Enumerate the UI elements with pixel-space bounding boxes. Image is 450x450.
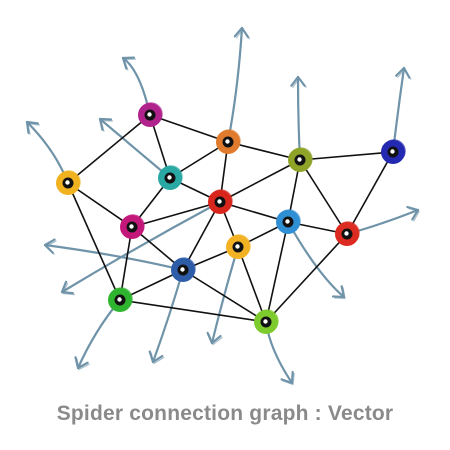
- arrow-head-icon: [121, 56, 136, 70]
- arrow-head-sketch: [408, 207, 420, 222]
- node-magenta-top: [138, 102, 163, 127]
- edge-yellow-left-green-left: [67, 182, 121, 301]
- caption-text: Spider connection graph : Vector: [56, 402, 394, 425]
- node-highlight: [297, 157, 302, 162]
- arrow-head-sketch: [44, 240, 57, 255]
- node-sketch-ring: [121, 214, 145, 238]
- node-sketch-ring: [336, 221, 360, 245]
- node-highlight: [147, 112, 152, 117]
- node-navy: [381, 139, 406, 164]
- node-sketch-ring: [57, 170, 81, 194]
- node-highlight: [217, 199, 222, 204]
- node-orange-top: [216, 129, 241, 154]
- arrow-orange-top-up: [226, 26, 251, 144]
- arrow-head-icon: [280, 370, 294, 385]
- node-sketch-ring: [277, 209, 301, 233]
- node-red-center: [208, 189, 233, 214]
- arrow-head-icon: [60, 280, 75, 295]
- arrow-head-sketch: [100, 119, 114, 132]
- node-highlight: [167, 175, 172, 180]
- arrow-head-sketch: [76, 358, 90, 371]
- edge-light-blue-green-bottom: [265, 221, 289, 323]
- arrow-head-sketch: [150, 352, 165, 365]
- edge-olive-navy: [299, 151, 394, 161]
- arrow-head-sketch: [282, 372, 295, 386]
- node-sketch-ring: [109, 287, 133, 311]
- arrow-shaft: [43, 243, 185, 272]
- node-highlight: [180, 267, 185, 272]
- node-sketch-ring: [172, 257, 196, 281]
- node-yellow-left: [56, 170, 81, 195]
- arrow-head-icon: [331, 285, 346, 299]
- node-highlight: [263, 319, 268, 324]
- edge-blue-green-bottom: [182, 269, 267, 323]
- arrow-red-center-left: [60, 200, 222, 296]
- arrow-head-icon: [406, 205, 420, 221]
- node-green-bottom: [254, 309, 279, 334]
- node-pink: [120, 214, 145, 239]
- node-highlight: [225, 139, 230, 144]
- node-olive: [288, 147, 313, 172]
- arrow-head-sketch: [235, 28, 251, 40]
- node-light-blue: [276, 209, 301, 234]
- node-sketch-ring: [159, 165, 183, 189]
- edge-magenta-top-orange-top: [149, 114, 229, 143]
- edge-yellow-left-pink: [67, 182, 133, 228]
- arrow-green-left-down-left: [74, 298, 122, 371]
- arrow-head-sketch: [397, 68, 412, 80]
- edge-gold-green-bottom: [237, 246, 267, 323]
- arrow-head-sketch: [208, 333, 223, 346]
- node-sketch-ring: [209, 189, 233, 213]
- node-highlight: [235, 244, 240, 249]
- node-highlight: [129, 224, 134, 229]
- arrow-head-sketch: [333, 287, 346, 300]
- arrow-shaft: [60, 200, 222, 294]
- node-sketch-ring: [382, 139, 406, 163]
- node-gold: [226, 234, 251, 259]
- node-teal: [158, 165, 183, 190]
- node-sketch-ring: [289, 147, 313, 171]
- edge-green-left-green-bottom: [119, 299, 267, 323]
- arrow-head-icon: [74, 356, 89, 370]
- arrow-head-sketch: [123, 58, 137, 71]
- edge-navy-red-right: [346, 151, 394, 235]
- edge-olive-red-center: [219, 159, 301, 203]
- edge-olive-red-right: [299, 159, 348, 235]
- node-highlight: [285, 219, 290, 224]
- node-sketch-ring: [217, 129, 241, 153]
- node-highlight: [117, 297, 122, 302]
- edge-red-right-green-bottom: [265, 233, 348, 323]
- arrow-head-sketch: [292, 77, 307, 88]
- node-red-right: [335, 221, 360, 246]
- edge-red-center-pink: [131, 201, 221, 228]
- node-highlight: [344, 231, 349, 236]
- arrows-layer: [25, 26, 420, 386]
- arrow-head-icon: [25, 120, 39, 134]
- node-sketch-ring: [139, 102, 163, 126]
- arrow-shaft: [226, 26, 244, 144]
- node-highlight: [390, 149, 395, 154]
- node-blue: [171, 257, 196, 282]
- node-highlight: [65, 180, 70, 185]
- node-sketch-ring: [227, 234, 251, 258]
- arrow-head-sketch: [62, 282, 76, 296]
- arrow-head-sketch: [27, 122, 40, 135]
- arrow-shaft: [151, 268, 185, 364]
- arrow-head-icon: [98, 117, 113, 131]
- arrow-blue-left: [43, 238, 185, 272]
- nodes-layer: [56, 102, 406, 334]
- node-green-left: [108, 287, 133, 312]
- edge-magenta-top-yellow-left: [67, 114, 151, 184]
- node-sketch-ring: [255, 309, 279, 333]
- arrow-shaft: [210, 245, 240, 345]
